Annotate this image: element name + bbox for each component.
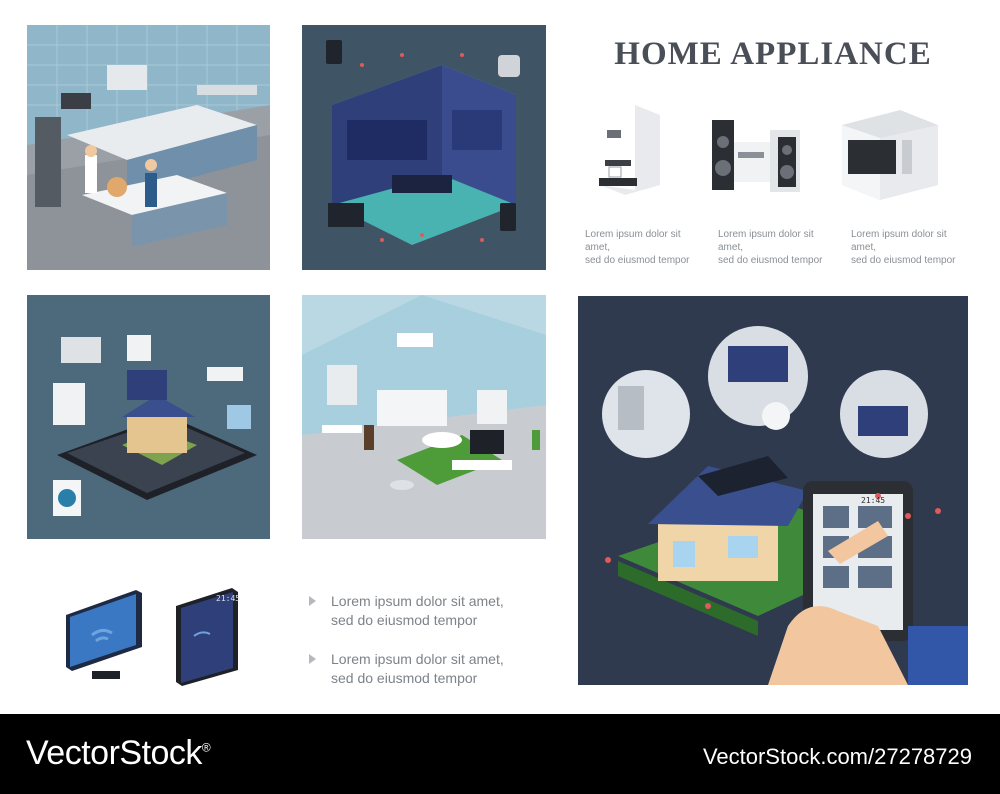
phone-time: 21:45 xyxy=(216,594,241,603)
smart-kitchen-illustration xyxy=(302,25,546,270)
microwave-icon xyxy=(840,105,940,205)
speaker-system-icon xyxy=(708,102,808,202)
kitchen-chefs-illustration xyxy=(27,25,270,270)
smartphone-icon: 21:45 xyxy=(172,586,242,686)
triangle-bullet-icon xyxy=(309,654,316,664)
registered-mark: ® xyxy=(201,740,211,755)
brand-name: VectorStock xyxy=(26,734,202,772)
caption-line: sed do eiusmod tempor xyxy=(718,255,823,266)
smart-home-tablet-illustration xyxy=(27,295,270,539)
bullet-line: sed do eiusmod tempor xyxy=(331,612,478,628)
watermark-footer: VectorStock® VectorStock.com/27278729 xyxy=(0,714,1000,794)
caption-line: sed do eiusmod tempor xyxy=(851,255,956,266)
bullet-line: sed do eiusmod tempor xyxy=(331,670,478,686)
wifi-monitor-icon xyxy=(62,585,146,685)
tablet-time: 21:45 xyxy=(861,496,886,505)
caption-line: sed do eiusmod tempor xyxy=(585,255,690,266)
coffee-machine-icon xyxy=(595,100,665,200)
image-url: VectorStock.com/27278729 xyxy=(702,744,972,769)
appliance-caption-2: Lorem ipsum dolor sit amet, sed do eiusm… xyxy=(718,228,833,267)
triangle-bullet-icon xyxy=(309,596,316,606)
caption-line: Lorem ipsum dolor sit amet, xyxy=(851,229,947,253)
smart-house-control-illustration: 21:45 xyxy=(578,296,968,685)
smart-living-room-illustration xyxy=(302,295,546,539)
page-title: HOME APPLIANCE xyxy=(614,36,932,72)
bullet-text-2: Lorem ipsum dolor sit amet, sed do eiusm… xyxy=(309,650,504,688)
caption-line: Lorem ipsum dolor sit amet, xyxy=(718,229,814,253)
brand-logo: VectorStock® xyxy=(26,734,211,773)
bullet-line: Lorem ipsum dolor sit amet, xyxy=(331,593,504,609)
bullet-text-1: Lorem ipsum dolor sit amet, sed do eiusm… xyxy=(309,592,504,630)
appliance-caption-1: Lorem ipsum dolor sit amet, sed do eiusm… xyxy=(585,228,700,267)
caption-line: Lorem ipsum dolor sit amet, xyxy=(585,229,681,253)
bullet-line: Lorem ipsum dolor sit amet, xyxy=(331,651,504,667)
appliance-caption-3: Lorem ipsum dolor sit amet, sed do eiusm… xyxy=(851,228,966,267)
